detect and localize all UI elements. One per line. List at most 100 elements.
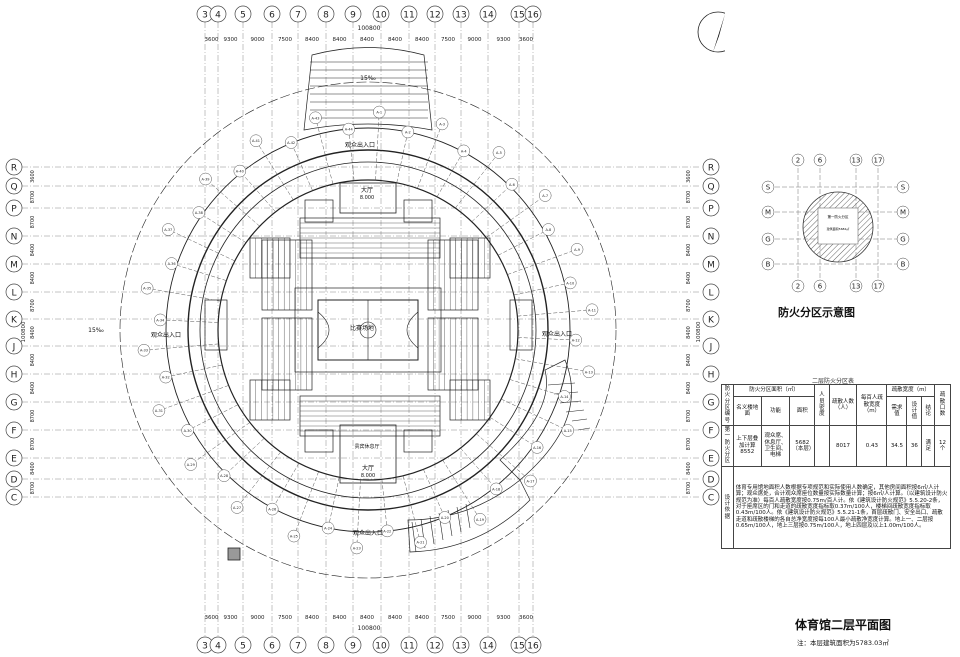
- row-axis-label: D: [708, 476, 715, 486]
- radial-axis-label: A-5: [496, 151, 502, 155]
- inset-row-bubble: [896, 232, 910, 246]
- foyer-top-label: 大厅: [361, 186, 373, 194]
- north-arrow: 北: [697, 11, 725, 53]
- radial-axis-line: [147, 287, 221, 302]
- radial-axis-line: [476, 433, 531, 482]
- row-dimension: 8400: [30, 462, 36, 475]
- table-basis-row: 设计依据 体育专用馆地面积人数根据专项规范和实际使用人数确定，其他房间面积按6㎡…: [721, 465, 952, 549]
- radial-axis-label: A-30: [184, 429, 192, 433]
- radial-axis-label: A-41: [252, 139, 260, 143]
- radial-axis-label: A-8: [545, 228, 551, 232]
- radial-axis-line: [171, 263, 227, 281]
- radial-axis-line: [460, 447, 497, 490]
- inset-column-bubble: [813, 279, 827, 293]
- column-dimension: 8400: [415, 615, 429, 621]
- row-axis-bubble: [5, 393, 23, 411]
- radial-axis-bubble: [530, 441, 544, 454]
- inset-row-bubble: [761, 232, 775, 246]
- radial-axis-label: A-17: [526, 479, 534, 483]
- column-axis-bubble: [426, 636, 444, 654]
- column-axis-label: 5: [240, 11, 246, 21]
- row-axis-label: K: [11, 316, 18, 326]
- column-axis-label: 6: [269, 11, 275, 21]
- radial-axis-line: [417, 123, 443, 189]
- row-dimension: 8700: [30, 191, 36, 204]
- inset-row-bubble: [896, 205, 910, 219]
- radial-axis-line: [509, 379, 565, 397]
- radial-axis-label: A-38: [195, 211, 203, 215]
- column-axis-label: 7: [295, 11, 301, 21]
- radial-axis-line: [223, 438, 265, 476]
- row-axis-bubble: [702, 449, 720, 467]
- radial-axis-bubble: [505, 178, 519, 191]
- column-dimension: 8400: [360, 615, 374, 621]
- column-axis-label: 5: [240, 642, 246, 652]
- building-structure: [119, 47, 617, 579]
- row-dimension: 8400: [686, 272, 692, 285]
- row-axis-bubble: [702, 310, 720, 328]
- column-axis-bubble: [372, 5, 390, 23]
- radial-axis-label: A-21: [416, 541, 424, 545]
- column-dimension: 3600: [519, 37, 533, 43]
- row-axis-label: E: [708, 455, 714, 465]
- inset-column-bubble: [849, 153, 863, 167]
- row-axis-bubble: [5, 227, 23, 245]
- column-axis-bubble: [317, 5, 335, 23]
- foyer-bottom-label: 大厅: [362, 464, 374, 472]
- row-dimension: 8700: [30, 299, 36, 312]
- column-dimension: 7500: [441, 37, 455, 43]
- inset-column-label: 6: [818, 157, 823, 165]
- facade-wall: [187, 149, 549, 511]
- radial-axis-label: A-34: [156, 318, 165, 322]
- row-axis-label: F: [11, 427, 16, 437]
- row-axis-label: L: [11, 289, 16, 299]
- row-dimension: 8400: [30, 272, 36, 285]
- row-axis-bubble: [5, 365, 23, 383]
- radial-axis-label: A-4: [461, 149, 468, 153]
- column-axis-label: 13: [455, 642, 466, 652]
- foyer-bottom-elev: 8.000: [361, 473, 375, 479]
- radial-axis-label: A-13: [585, 370, 593, 374]
- radial-axis-label: A-32: [162, 376, 170, 380]
- column-dimension: 7500: [278, 37, 292, 43]
- inset-row-label: S: [901, 184, 906, 192]
- inset-column-label: 13: [852, 283, 861, 291]
- court-three-point-left: [317, 311, 330, 349]
- radial-axis-label: A-37: [164, 228, 172, 232]
- column-dimension: 9300: [497, 615, 511, 621]
- column-axis-bubble: [479, 636, 497, 654]
- radial-axis-line: [517, 309, 593, 317]
- radial-axis-label: A-14: [560, 395, 569, 399]
- column-dimension: 3600: [519, 615, 533, 621]
- stair-core-sw: [304, 429, 334, 453]
- inset-row-bubble: [761, 205, 775, 219]
- column-axis-label: 14: [482, 642, 494, 652]
- slope-label-left: 15‰: [88, 327, 104, 334]
- seating-block: [427, 239, 479, 311]
- court-three-point-right: [406, 311, 419, 349]
- table-row: 第一防火分区 上下层叠加计算 8552 观众席、休息厅、卫生间、电梯 5682（…: [721, 424, 951, 467]
- radial-axis-bubble: [570, 243, 584, 256]
- radial-axis-line: [471, 184, 513, 222]
- outer-ring-wall: [165, 127, 571, 533]
- ramp-step: [559, 400, 582, 404]
- radial-axis-bubble: [401, 125, 415, 139]
- radial-axis-line: [501, 398, 568, 431]
- row-axis-label: K: [708, 316, 715, 326]
- inset-column-label: 17: [874, 283, 883, 291]
- overall-width-dimension: 100800: [358, 625, 381, 632]
- ramp-step: [577, 427, 591, 431]
- entrance-top-label: 观众出入口: [345, 141, 375, 149]
- radial-axis-bubble: [342, 122, 355, 136]
- row-dimension: 8700: [30, 216, 36, 229]
- row-axis-bubble: [702, 177, 720, 195]
- column-dimension: 8400: [388, 37, 402, 43]
- radial-axis-bubble: [489, 482, 503, 496]
- radial-axis-label: A-23: [353, 546, 361, 550]
- fire-zone-label: 第一防火分区: [828, 214, 849, 219]
- radial-axis-line: [356, 479, 361, 548]
- radial-axis-bubble: [350, 541, 364, 555]
- seating-ring-wall: [217, 179, 519, 481]
- fire-table-title: 二层防火分区表: [812, 378, 855, 385]
